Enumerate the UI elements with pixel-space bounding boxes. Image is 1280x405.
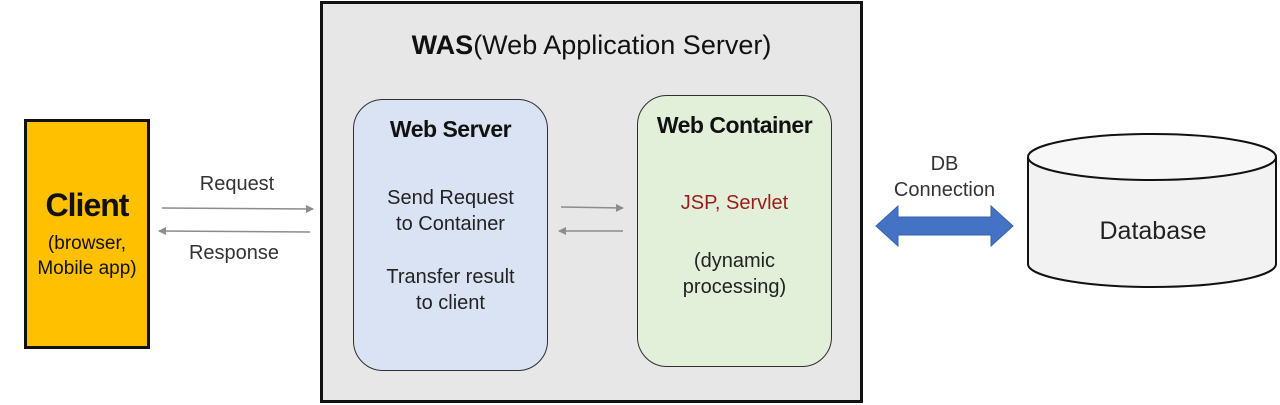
db-connection-arrow — [875, 204, 1014, 248]
web-server-task-transfer: Transfer result to client — [354, 264, 547, 316]
was-title-rest: (Web Application Server) — [473, 30, 772, 60]
web-server-task-transfer-line1: Transfer result — [386, 266, 515, 288]
request-arrow — [161, 204, 314, 213]
db-connection-label: DB Connection — [872, 151, 1017, 203]
web-server-task-send-line1: Send Request — [387, 187, 514, 209]
web-container-desc-line2: processing) — [682, 276, 787, 298]
web-container-desc: (dynamic processing) — [638, 248, 831, 300]
was-title: WAS(Web Application Server) — [323, 30, 860, 61]
web-container-box: Web Container JSP, Servlet (dynamic proc… — [637, 95, 832, 367]
request-label: Request — [199, 173, 275, 195]
client-subtitle-line2: Mobile app) — [37, 258, 137, 279]
response-arrow — [158, 227, 311, 236]
web-server-task-send: Send Request to Container — [354, 185, 547, 237]
server-to-container-arrow — [560, 203, 624, 212]
database-label: Database — [1099, 217, 1207, 245]
client-subtitle: (browser, Mobile app) — [37, 231, 136, 281]
client-subtitle-line1: (browser, — [47, 233, 127, 254]
web-server-task-send-line2: to Container — [396, 213, 505, 235]
web-server-box: Web Server Send Request to Container Tra… — [353, 99, 548, 371]
web-server-title: Web Server — [389, 116, 512, 142]
web-container-desc-line1: (dynamic — [693, 250, 776, 272]
db-connection-label-line1: DB — [930, 153, 959, 175]
db-connection-label-line2: Connection — [893, 179, 996, 201]
web-container-title: Web Container — [656, 112, 813, 138]
client-title: Client — [45, 187, 130, 223]
response-label: Response — [188, 242, 280, 264]
was-title-bold: WAS — [411, 30, 474, 60]
database-cylinder-icon — [1027, 133, 1277, 288]
client-box: Client (browser, Mobile app) — [24, 119, 150, 349]
web-server-task-transfer-line2: to client — [416, 292, 485, 314]
web-container-tech: JSP, Servlet — [680, 192, 789, 214]
